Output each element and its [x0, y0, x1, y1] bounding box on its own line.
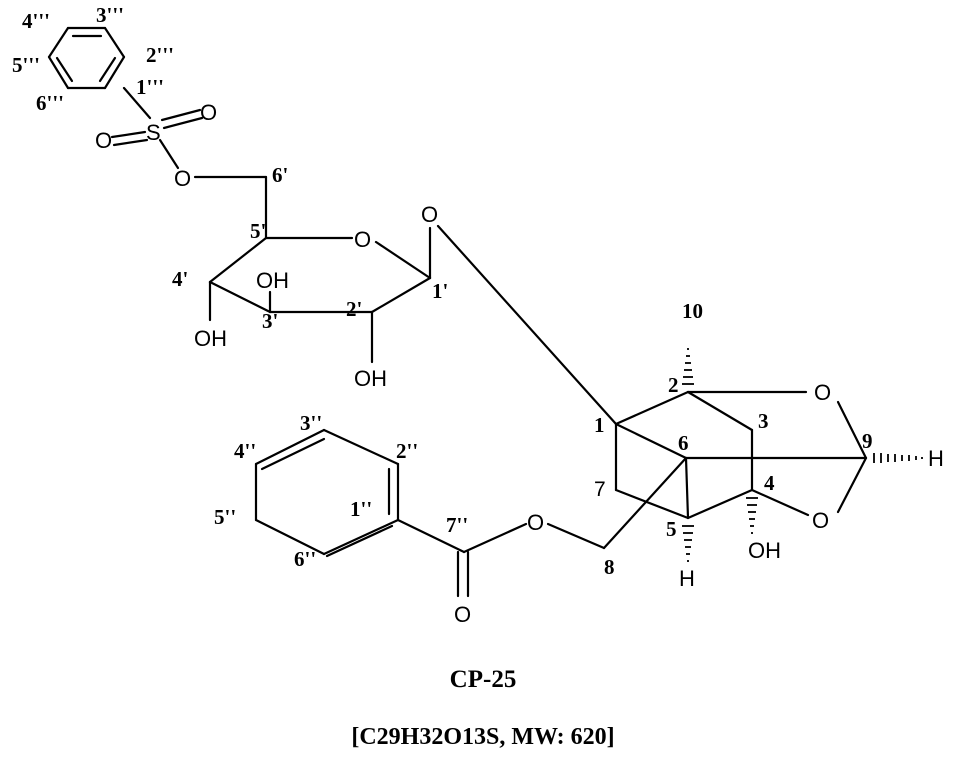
- locant-2-sulfonyl-phenyl: 2''': [146, 43, 174, 67]
- chemical-structure: O O S O O O OH OH OH O O H O OH H O 4'''…: [12, 3, 944, 627]
- atom-o-ring-glucose: O: [354, 227, 371, 252]
- locant-6-benzoyl: 6'': [294, 547, 316, 571]
- atom-o-sulfonyl-left: O: [95, 128, 112, 153]
- locant-1: 1: [594, 413, 605, 437]
- atom-labels: O O S O O O OH OH OH O O H O OH H O: [95, 100, 944, 627]
- atom-o-glycosidic: O: [421, 202, 438, 227]
- locant-3-sulfonyl-phenyl: 3''': [96, 3, 124, 27]
- locant-6-sulfonyl-phenyl: 6''': [36, 91, 64, 115]
- locant-3-glucose: 3': [262, 309, 278, 333]
- locant-6: 6: [678, 431, 689, 455]
- locant-4-sulfonyl-phenyl: 4''': [22, 9, 50, 33]
- locant-7: 7: [594, 478, 606, 501]
- glucose-ring: [208, 175, 432, 364]
- atom-oh-c2: OH: [354, 366, 387, 391]
- atom-o-cage-upper: O: [814, 380, 831, 405]
- atom-oh-c4: OH: [194, 326, 227, 351]
- hashed-bond-c4-oh: [746, 497, 758, 534]
- locant-7-benzoyl: 7'': [446, 513, 468, 537]
- locant-labels: 4''' 3''' 2''' 1''' 5''' 6''' 6' 5' 4' 3…: [12, 3, 873, 579]
- hashed-bond-c2-c10: [682, 348, 694, 385]
- locant-8: 8: [604, 555, 615, 579]
- locant-10: 10: [682, 299, 703, 323]
- atom-o-carbonyl: O: [454, 602, 471, 627]
- locant-6-glucose: 6': [272, 163, 288, 187]
- atom-oh-c3: OH: [256, 268, 289, 293]
- sulfonyl-group: [110, 86, 268, 179]
- locant-1-sulfonyl-phenyl: 1''': [136, 75, 164, 99]
- locant-1-benzoyl: 1'': [350, 497, 372, 521]
- glycosidic-bond: [436, 224, 618, 426]
- locant-9: 9: [862, 429, 873, 453]
- locant-5: 5: [666, 517, 677, 541]
- locant-3: 3: [758, 409, 769, 433]
- locant-2-glucose: 2': [346, 297, 362, 321]
- atom-h-c9: H: [928, 446, 944, 471]
- locant-2-benzoyl: 2'': [396, 439, 418, 463]
- locant-4-glucose: 4': [172, 267, 188, 291]
- atom-oh-cage-c4: OH: [748, 538, 781, 563]
- benzoyl-ring: [254, 428, 400, 558]
- compound-name: CP-25: [449, 666, 517, 693]
- atom-o-ester-sulfonate: O: [174, 166, 191, 191]
- locant-4: 4: [764, 471, 775, 495]
- sulfonyl-phenyl-ring: [47, 26, 126, 90]
- atom-sulfur: S: [146, 120, 161, 145]
- cage-skeleton: [602, 390, 868, 550]
- locant-2: 2: [668, 373, 679, 397]
- locant-5-benzoyl: 5'': [214, 505, 236, 529]
- benzoate-ester-chain: [396, 518, 606, 598]
- atom-o-sulfonyl-right: O: [200, 100, 217, 125]
- atom-h-c5: H: [679, 566, 695, 591]
- locant-3-benzoyl: 3'': [300, 411, 322, 435]
- locant-4-benzoyl: 4'': [234, 439, 256, 463]
- compound-formula: [C29H32O13S, MW: 620]: [351, 724, 615, 750]
- locant-1-glucose: 1': [432, 279, 448, 303]
- atom-o-cage-lower: O: [812, 508, 829, 533]
- hashed-bond-c9-h: [873, 453, 923, 463]
- hashed-bond-c5-h: [682, 525, 694, 562]
- locant-5-sulfonyl-phenyl: 5''': [12, 53, 40, 77]
- locant-5-glucose: 5': [250, 219, 266, 243]
- atom-o-benzoate-ester: O: [527, 510, 544, 535]
